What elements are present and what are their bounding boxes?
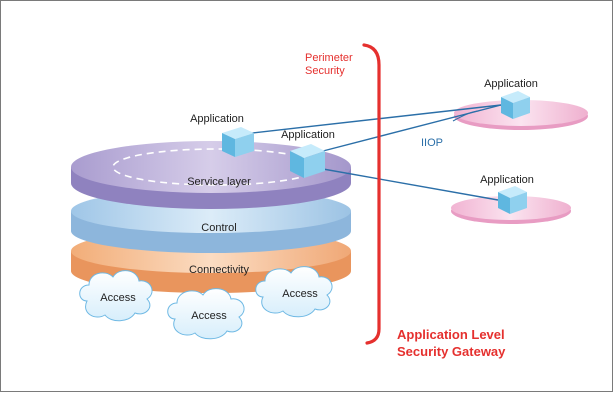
service-layer — [71, 141, 351, 209]
app-label-right-top: Application — [484, 78, 538, 90]
link-top-app-to-right-top — [251, 104, 502, 134]
access-label-3: Access — [282, 288, 318, 300]
access-label-1: Access — [100, 292, 136, 304]
iiop-pointer — [452, 110, 480, 122]
control-layer-label: Control — [201, 222, 236, 234]
service-layer-label: Service layer — [187, 176, 251, 188]
app-label-top-layer: Application — [190, 113, 244, 125]
connectivity-layer-label: Connectivity — [189, 264, 249, 276]
app-label-service-node: Application — [281, 129, 335, 141]
perimeter-label-line2: Security — [305, 65, 345, 77]
access-cloud-2: Access — [167, 288, 245, 340]
perimeter-label-line1: Perimeter — [305, 52, 353, 64]
link-service-app-to-right-bottom — [322, 168, 499, 201]
cube-icon-right-top-app — [501, 91, 530, 119]
iiop-label: IIOP — [421, 137, 443, 149]
perimeter-bracket — [362, 43, 381, 345]
cube-icon-right-bottom-app — [498, 186, 527, 214]
access-cloud-3: Access — [255, 266, 333, 318]
gateway-label-line1: Application Level — [397, 327, 505, 342]
access-label-2: Access — [191, 310, 227, 322]
cube-icon-top-app — [222, 127, 254, 157]
gateway-label-line2: Security Gateway — [397, 344, 506, 359]
app-label-right-bottom: Application — [480, 174, 534, 186]
access-cloud-1: Access — [79, 270, 153, 322]
iiop-links — [251, 104, 502, 201]
cube-icon-service-app — [290, 144, 325, 178]
